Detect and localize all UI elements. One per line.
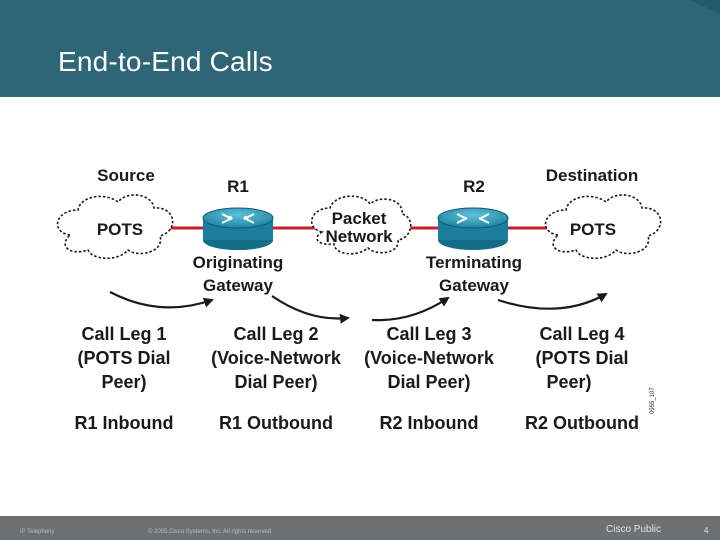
call-leg-1-type-2: Peer) bbox=[101, 372, 146, 392]
call-leg-2-title: Call Leg 2 bbox=[233, 324, 318, 344]
call-leg-4-type: (POTS Dial bbox=[535, 348, 628, 368]
terminating-gateway-label-1: Terminating bbox=[426, 253, 522, 272]
packet-network-label-1: Packet bbox=[332, 209, 387, 228]
header-decoration bbox=[690, 0, 720, 14]
call-leg-1-type: (POTS Dial bbox=[77, 348, 170, 368]
call-leg-4-arrow bbox=[497, 293, 608, 310]
source-label: Source bbox=[97, 166, 155, 185]
page-number: 4 bbox=[704, 526, 709, 535]
pots-cloud-right: POTS bbox=[544, 194, 662, 260]
call-leg-3-type: (Voice-Network bbox=[364, 348, 495, 368]
call-leg-2-arrow bbox=[271, 295, 350, 324]
pots-cloud-left: POTS bbox=[56, 194, 174, 260]
packet-network-cloud: Packet Network bbox=[310, 195, 412, 255]
call-leg-2-type: (Voice-Network bbox=[211, 348, 342, 368]
slide-header: End-to-End Calls bbox=[0, 0, 720, 97]
slide-title: End-to-End Calls bbox=[58, 46, 273, 77]
terminating-gateway-label-2: Gateway bbox=[439, 276, 509, 295]
call-leg-2-type-2: Dial Peer) bbox=[234, 372, 317, 392]
footer-copyright: © 2005 Cisco Systems, Inc. All rights re… bbox=[148, 529, 273, 535]
call-leg-1-arrow bbox=[109, 291, 214, 309]
call-leg-3-direction: R2 Inbound bbox=[380, 413, 479, 433]
call-leg-1: Call Leg 1 (POTS Dial Peer) R1 Inbound bbox=[75, 324, 174, 433]
call-leg-4-direction: R2 Outbound bbox=[525, 413, 639, 433]
call-legs-diagram: POTS POTS Packet Network bbox=[56, 166, 662, 433]
call-leg-3-type-2: Dial Peer) bbox=[387, 372, 470, 392]
call-leg-1-direction: R1 Inbound bbox=[75, 413, 174, 433]
call-leg-3-arrow bbox=[371, 296, 450, 322]
router-r2-icon bbox=[437, 207, 509, 250]
originating-gateway-label-1: Originating bbox=[193, 253, 284, 272]
pots-label-right: POTS bbox=[570, 220, 616, 239]
call-leg-3: Call Leg 3 (Voice-Network Dial Peer) R2 … bbox=[364, 324, 495, 433]
r2-label: R2 bbox=[463, 177, 485, 196]
originating-gateway-label-2: Gateway bbox=[203, 276, 273, 295]
router-r1-icon bbox=[202, 207, 274, 250]
call-leg-4-title: Call Leg 4 bbox=[539, 324, 624, 344]
call-leg-3-title: Call Leg 3 bbox=[386, 324, 471, 344]
slide-footer: IP Telephony © 2005 Cisco Systems, Inc. … bbox=[0, 516, 720, 540]
call-leg-1-title: Call Leg 1 bbox=[81, 324, 166, 344]
call-leg-2: Call Leg 2 (Voice-Network Dial Peer) R1 … bbox=[211, 324, 342, 433]
call-leg-4-type-2: Peer) bbox=[546, 372, 591, 392]
pots-label-left: POTS bbox=[97, 220, 143, 239]
call-leg-2-direction: R1 Outbound bbox=[219, 413, 333, 433]
call-leg-4: Call Leg 4 (POTS Dial Peer) R2 Outbound bbox=[525, 324, 639, 433]
footer-course-name: IP Telephony bbox=[20, 529, 55, 535]
packet-network-label-2: Network bbox=[325, 227, 393, 246]
figure-id: 0955_107 bbox=[650, 387, 656, 414]
destination-label: Destination bbox=[546, 166, 639, 185]
r1-label: R1 bbox=[227, 177, 249, 196]
footer-classification: Cisco Public bbox=[606, 524, 662, 535]
